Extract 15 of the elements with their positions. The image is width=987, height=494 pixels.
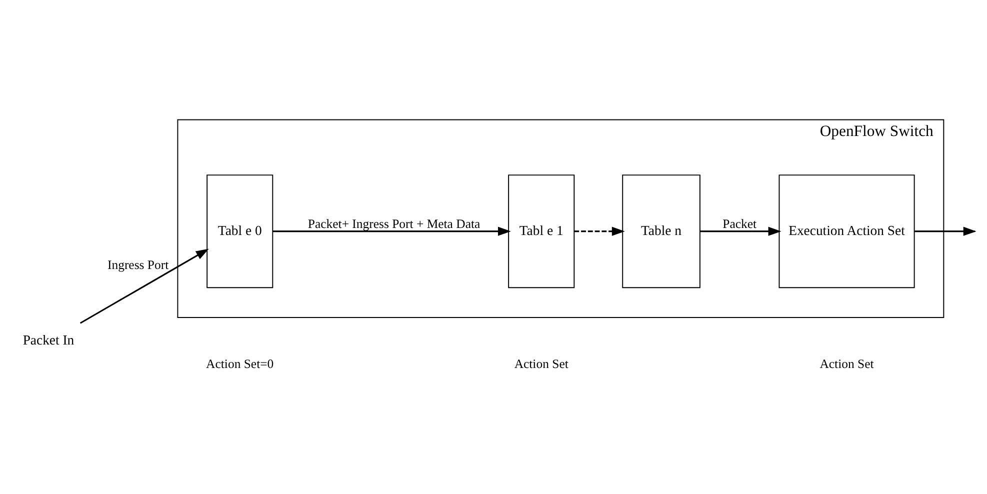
arrow: [700, 226, 782, 236]
node-box: Tabl e 1: [508, 174, 575, 288]
arrow: [574, 226, 625, 236]
node-box: Execution Action Set: [778, 174, 915, 288]
arrow: [80, 248, 209, 324]
node-box: Tabl e 0: [206, 174, 274, 288]
arrow: [272, 226, 511, 236]
node-text: Packet In: [22, 332, 74, 348]
edge-label: Packet+ Ingress Port + Meta Data: [308, 216, 480, 231]
label: Action Set: [514, 356, 568, 371]
label: Action Set: [820, 356, 874, 371]
node-box: Table n: [622, 174, 700, 288]
edge-label: Ingress Port: [108, 258, 169, 272]
edge-label: Packet: [722, 216, 757, 231]
label: Action Set=0: [206, 356, 274, 371]
